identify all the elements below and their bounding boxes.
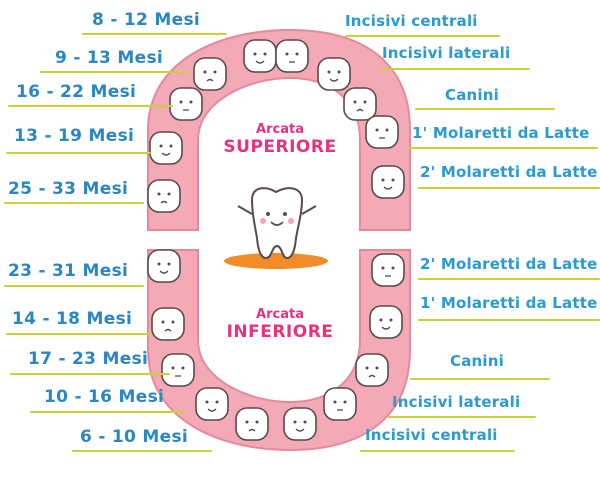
tooth-icon (169, 87, 203, 121)
lower-tooth-name: Incisivi centrali (365, 426, 498, 444)
underline (30, 411, 185, 413)
lower-arch-title: Arcata INFERIORE (205, 307, 355, 342)
tooth-icon (147, 249, 181, 283)
tooth-icon (317, 57, 351, 91)
lower-age-label: 14 - 18 Mesi (12, 309, 133, 329)
upper-tooth-name: 2' Molaretti da Latte (420, 163, 598, 181)
lower-tooth-name: Canini (450, 352, 504, 370)
tooth-icon (371, 165, 405, 199)
upper-arch-title: Arcata SUPERIORE (205, 122, 355, 157)
lower-age-label: 6 - 10 Mesi (80, 427, 188, 447)
tooth-icon (149, 131, 183, 165)
underline (360, 450, 515, 452)
lower-tooth-name: 2' Molaretti da Latte (420, 255, 598, 273)
tooth-icon (235, 407, 269, 441)
upper-tooth-name: Canini (445, 86, 499, 104)
underline (388, 416, 536, 418)
upper-tooth-name: Incisivi laterali (382, 44, 511, 62)
lower-arch-name: INFERIORE (226, 322, 334, 342)
underline (82, 33, 227, 35)
tooth-icon (369, 305, 403, 339)
lower-arch-label: Arcata (256, 307, 304, 322)
upper-age-label: 9 - 13 Mesi (55, 48, 163, 68)
lower-age-label: 23 - 31 Mesi (8, 261, 129, 281)
underline (4, 202, 144, 204)
tooth-icon (147, 179, 181, 213)
upper-age-label: 16 - 22 Mesi (16, 82, 137, 102)
tooth-icon (193, 57, 227, 91)
tooth-icon (151, 307, 185, 341)
underline (408, 147, 598, 149)
upper-tooth-name: Incisivi centrali (345, 12, 478, 30)
underline (72, 450, 212, 452)
upper-arch-name: SUPERIORE (223, 137, 337, 157)
upper-arch-label: Arcata (256, 122, 304, 137)
tooth-icon (323, 387, 357, 421)
lower-tooth-name: 1' Molaretti da Latte (420, 294, 598, 312)
tooth-icon (343, 87, 377, 121)
upper-age-label: 25 - 33 Mesi (8, 179, 129, 199)
underline (410, 378, 550, 380)
underline (6, 152, 151, 154)
underline (8, 105, 173, 107)
lower-tooth-name: Incisivi laterali (392, 393, 521, 411)
underline (4, 285, 144, 287)
tooth-icon (283, 407, 317, 441)
underline (345, 35, 500, 37)
mascot-shadow (224, 253, 328, 269)
tooth-icon (275, 39, 309, 73)
underline (6, 333, 151, 335)
tooth-icon (365, 115, 399, 149)
tooth-icon (195, 387, 229, 421)
underline (10, 373, 170, 375)
upper-tooth-name: 1' Molaretti da Latte (412, 124, 590, 142)
lower-age-label: 17 - 23 Mesi (28, 349, 149, 369)
tooth-icon (355, 353, 389, 387)
tooth-icon (371, 253, 405, 287)
tooth-icon (161, 353, 195, 387)
underline (415, 108, 555, 110)
underline (380, 68, 530, 70)
underline (418, 278, 600, 280)
underline (40, 71, 190, 73)
lower-age-label: 10 - 16 Mesi (44, 387, 165, 407)
upper-teeth (147, 39, 405, 213)
upper-age-label: 8 - 12 Mesi (92, 10, 200, 30)
lower-teeth (147, 249, 405, 441)
underline (418, 187, 600, 189)
mascot-tooth-icon (224, 187, 328, 269)
upper-age-label: 13 - 19 Mesi (14, 126, 135, 146)
tooth-icon (243, 39, 277, 73)
lower-gum (147, 249, 411, 452)
underline (418, 319, 600, 321)
